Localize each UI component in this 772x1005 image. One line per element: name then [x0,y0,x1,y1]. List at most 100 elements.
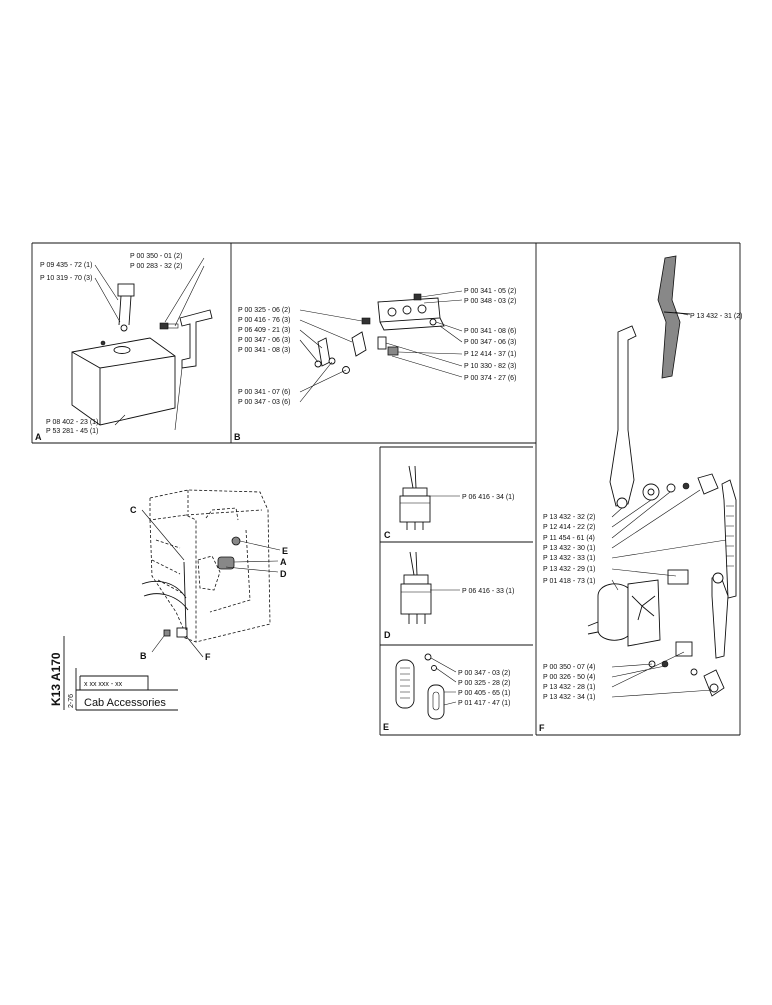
panel-frames [31,242,741,736]
panel-a-leaders [94,257,205,431]
label-p1241422: P 12 414 - 22 (2) [543,524,595,531]
panel-b-leaders [299,290,463,403]
d-toggle-body [400,583,432,615]
bolt-shank [167,323,179,329]
label-p0034803: P 00 348 - 03 (2) [464,298,516,305]
leader-cab-e [239,540,281,551]
label-p0032650: P 00 326 - 50 (4) [543,674,595,681]
leader-b4 [299,339,319,363]
leader-f3 [611,539,727,577]
leader-b3 [299,329,323,349]
b-washer-right [429,318,437,326]
title-name: Cab Accessories [84,697,166,709]
cab-part-e [231,536,241,546]
holder-tip [120,324,128,332]
cab-steps [151,539,185,595]
leader-b2 [299,319,353,343]
label-p1031970: P 10 319 - 70 (3) [40,275,92,282]
mounting-bracket [179,309,213,369]
d-toggle-pins [408,614,426,624]
label-p0034107: P 00 341 - 07 (6) [238,389,290,396]
cab-console [197,555,221,591]
holder-tube [118,295,132,326]
cab-handrails [141,580,189,611]
leader-a1 [94,264,121,323]
label-p0035007: P 00 350 - 07 (4) [543,664,595,671]
label-p1343228: P 13 432 - 28 (1) [543,684,595,691]
leader-b6 [420,290,463,304]
wiper-blade [657,255,681,379]
label-p1033082: P 10 330 - 82 (3) [464,363,516,370]
label-p0041676: P 00 416 - 76 (3) [238,317,290,324]
panel-e-letter: E [383,722,389,732]
label-p0028332: P 00 283 - 32 (2) [130,263,182,270]
cab-callout-d: D [280,569,287,579]
toggle-bracket [351,331,367,357]
label-p0641634: P 06 416 - 34 (1) [462,494,514,501]
wiper-arm [609,325,637,507]
label-p0032506: P 00 325 - 06 (2) [238,307,290,314]
motor-plate [627,579,661,647]
switch-plate-depth [379,317,445,331]
cab-callout-c: C [130,505,137,515]
cab-roof-edge [185,490,263,516]
motor-mount [587,621,599,635]
switch-body [377,336,387,350]
cab-callout-e: E [282,546,288,556]
bolt-head [159,322,169,330]
panel-a-drawing [71,283,213,426]
leader-b1 [299,309,363,322]
c-toggle-body [399,495,431,523]
cab-part-f [176,627,188,638]
canister-filler-cap [113,346,131,354]
canister-screw [100,340,106,346]
label-p1343232: P 13 432 - 32 (2) [543,514,595,521]
leader-f4 [611,579,619,591]
panel-f-drawing [587,255,737,697]
cab-callout-f: F [205,652,211,662]
lever-end-hole [709,683,719,693]
label-p1241437: P 12 414 - 37 (1) [464,351,516,358]
label-p0141747: P 01 417 - 47 (1) [458,700,510,707]
label-p0641633: P 06 416 - 33 (1) [462,588,514,595]
plate-hole-2 [402,305,412,315]
cab-callout-b: B [140,651,147,661]
motor-crank [631,595,656,621]
d-toggle-nut [403,574,429,585]
blade-clip [663,311,691,315]
title-block [63,636,178,711]
leader-cab-c [141,509,185,561]
link-eye-top [712,572,724,584]
switch-connector [387,346,399,356]
label-p1343230: P 13 432 - 30 (1) [543,545,595,552]
cab-overview-drawing [141,489,271,643]
f-screw-lower [690,668,698,676]
label-p1343229: P 13 432 - 29 (1) [543,566,595,573]
f-link-lower [711,573,729,659]
c-toggle-pins [406,522,424,530]
cab-callout-a: A [280,557,287,567]
f-nut [682,482,690,490]
leader-cab-d [225,566,279,573]
lever-washer [328,357,336,365]
panel-e-drawing [395,653,457,720]
cab-wiper-link [183,561,187,631]
e-bezel [427,684,445,720]
title-code: K13 A170 [49,652,63,706]
e-washer [431,665,437,671]
label-p0034703e: P 00 347 - 03 (2) [458,670,510,677]
holder-cap [117,283,135,297]
link-rod-thread [726,505,734,567]
f-bushing-hole [647,488,655,496]
c-toggle-lever [408,465,417,489]
leader-e [430,657,457,706]
panel-d-letter: D [384,630,391,640]
cab-leaders [141,509,281,658]
f-washer [666,483,676,493]
leader-a3 [114,367,183,431]
panel-b-drawing [314,293,445,374]
label-p0943572: P 09 435 - 72 (1) [40,262,92,269]
title-number-box [79,675,149,690]
